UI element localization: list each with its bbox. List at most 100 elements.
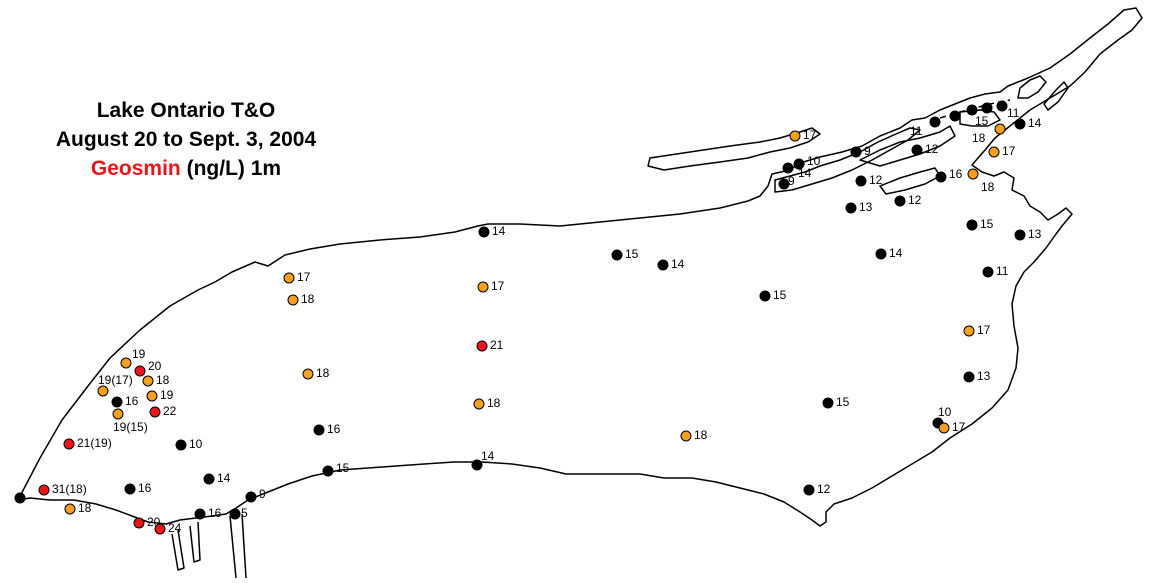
station-marker: 11 bbox=[981, 102, 1020, 120]
prince-edward-2 bbox=[859, 125, 956, 167]
station-marker: 17 bbox=[963, 323, 991, 337]
station-value-label: 17 bbox=[491, 279, 505, 293]
station-dot-orange bbox=[283, 272, 295, 284]
station-value-label: 14 bbox=[1028, 116, 1042, 130]
station-dot-black bbox=[966, 219, 978, 231]
station-dot-orange bbox=[146, 390, 158, 402]
station-dot-red bbox=[149, 406, 161, 418]
station-value-label: 15 bbox=[980, 217, 994, 231]
station-dot-black bbox=[982, 266, 994, 278]
station-dot-orange bbox=[120, 357, 132, 369]
station-marker: 15 bbox=[611, 247, 639, 261]
station-dot-orange bbox=[302, 368, 314, 380]
station-value-label: 12 bbox=[908, 193, 922, 207]
station-marker: 21 bbox=[476, 338, 504, 352]
station-dot-orange bbox=[64, 503, 76, 515]
title-line-3: Geosmin (ng/L) 1m bbox=[0, 154, 372, 183]
station-dot-orange bbox=[963, 325, 975, 337]
station-marker: 10 bbox=[175, 437, 203, 451]
station-marker: 14 bbox=[471, 449, 495, 471]
station-marker: 12 bbox=[855, 173, 883, 187]
station-dot-black bbox=[194, 508, 206, 520]
station-value-label: 24 bbox=[168, 521, 182, 535]
station-value-label: 14 bbox=[217, 471, 231, 485]
station-value-label: 17 bbox=[1002, 144, 1016, 158]
station-dot-black bbox=[124, 483, 136, 495]
station-value-label: 16 bbox=[327, 422, 341, 436]
station-dot-black bbox=[14, 492, 26, 504]
station-value-label: 5 bbox=[241, 506, 248, 520]
station-marker: 18 bbox=[287, 292, 315, 306]
station-value-label: 10 bbox=[938, 405, 952, 419]
station-value-label: 15 bbox=[625, 247, 639, 261]
station-value-label: 16 bbox=[208, 506, 222, 520]
station-marker: 16 bbox=[935, 167, 963, 183]
station-dot-orange bbox=[473, 398, 485, 410]
station-value-label: 19 bbox=[160, 388, 174, 402]
station-marker: 17 bbox=[477, 279, 505, 293]
station-dot-black bbox=[963, 371, 975, 383]
station-marker: 18 bbox=[142, 373, 170, 387]
river-mouth-2 bbox=[189, 521, 201, 563]
station-dot-orange bbox=[967, 168, 979, 180]
station-dot-orange bbox=[112, 408, 124, 420]
station-dot-black bbox=[203, 473, 215, 485]
station-marker: 16 bbox=[124, 481, 152, 495]
station-value-label: 11 bbox=[1007, 106, 1020, 120]
station-marker: 18 bbox=[967, 168, 995, 194]
island-ne-2 bbox=[1043, 81, 1069, 111]
station-dot-orange bbox=[477, 281, 489, 293]
station-dot-black bbox=[175, 439, 187, 451]
station-dot-black bbox=[845, 202, 857, 214]
station-marker: 18 bbox=[473, 396, 501, 410]
river-mouth-1 bbox=[171, 529, 185, 571]
prince-edward-1 bbox=[774, 127, 921, 193]
station-marker: 19(17) bbox=[97, 373, 133, 397]
station-marker: 13 bbox=[845, 200, 873, 214]
station-value-label: 18 bbox=[156, 373, 170, 387]
main-shoreline bbox=[17, 7, 1143, 527]
station-value-label: 19 bbox=[132, 347, 146, 361]
station-value-label: 15 bbox=[773, 288, 787, 302]
station-value-label: 13 bbox=[1028, 227, 1042, 241]
station-dot-black bbox=[793, 158, 805, 170]
station-marker: 17 bbox=[988, 144, 1016, 158]
station-dot-orange bbox=[988, 146, 1000, 158]
station-value-label: 18 bbox=[301, 292, 315, 306]
station-marker: 12 bbox=[894, 193, 922, 207]
station-marker: 9 bbox=[245, 487, 266, 503]
station-dot-black bbox=[471, 459, 483, 471]
river-mouth-3 bbox=[229, 513, 247, 579]
station-marker: 15 bbox=[822, 395, 850, 409]
station-marker: 13 bbox=[963, 369, 991, 383]
station-marker: 16 bbox=[313, 422, 341, 436]
station-dot-red bbox=[134, 365, 146, 377]
title-line-2: August 20 to Sept. 3, 2004 bbox=[55, 128, 317, 151]
station-dot-red bbox=[154, 523, 166, 535]
station-dot-black bbox=[1014, 229, 1026, 241]
station-dot-red bbox=[63, 438, 75, 450]
station-value-label: 9 bbox=[259, 487, 266, 501]
station-value-label: 19(15) bbox=[113, 420, 148, 434]
station-marker: 14 bbox=[203, 471, 231, 485]
station-value-label: 18 bbox=[972, 131, 986, 145]
station-dot-black bbox=[657, 259, 669, 271]
station-value-label: 20 bbox=[148, 359, 162, 373]
station-marker: 24 bbox=[154, 521, 182, 535]
station-dot-black bbox=[911, 144, 923, 156]
station-dot-black bbox=[778, 178, 790, 190]
map-title: Lake Ontario T&O August 20 to Sept. 3, 2… bbox=[0, 96, 372, 183]
station-value-label: 12 bbox=[869, 173, 883, 187]
station-value-label: 31(18) bbox=[52, 482, 87, 496]
station-dot-black bbox=[111, 396, 123, 408]
station-dot-black bbox=[935, 171, 947, 183]
station-value-label: 18 bbox=[78, 501, 92, 515]
station-dot-black bbox=[929, 116, 941, 128]
station-value-label: 10 bbox=[807, 154, 821, 168]
station-value-label: 21 bbox=[490, 338, 504, 352]
station-marker bbox=[966, 104, 978, 116]
station-dot-red bbox=[38, 484, 50, 496]
station-marker: 14 bbox=[1014, 116, 1042, 130]
